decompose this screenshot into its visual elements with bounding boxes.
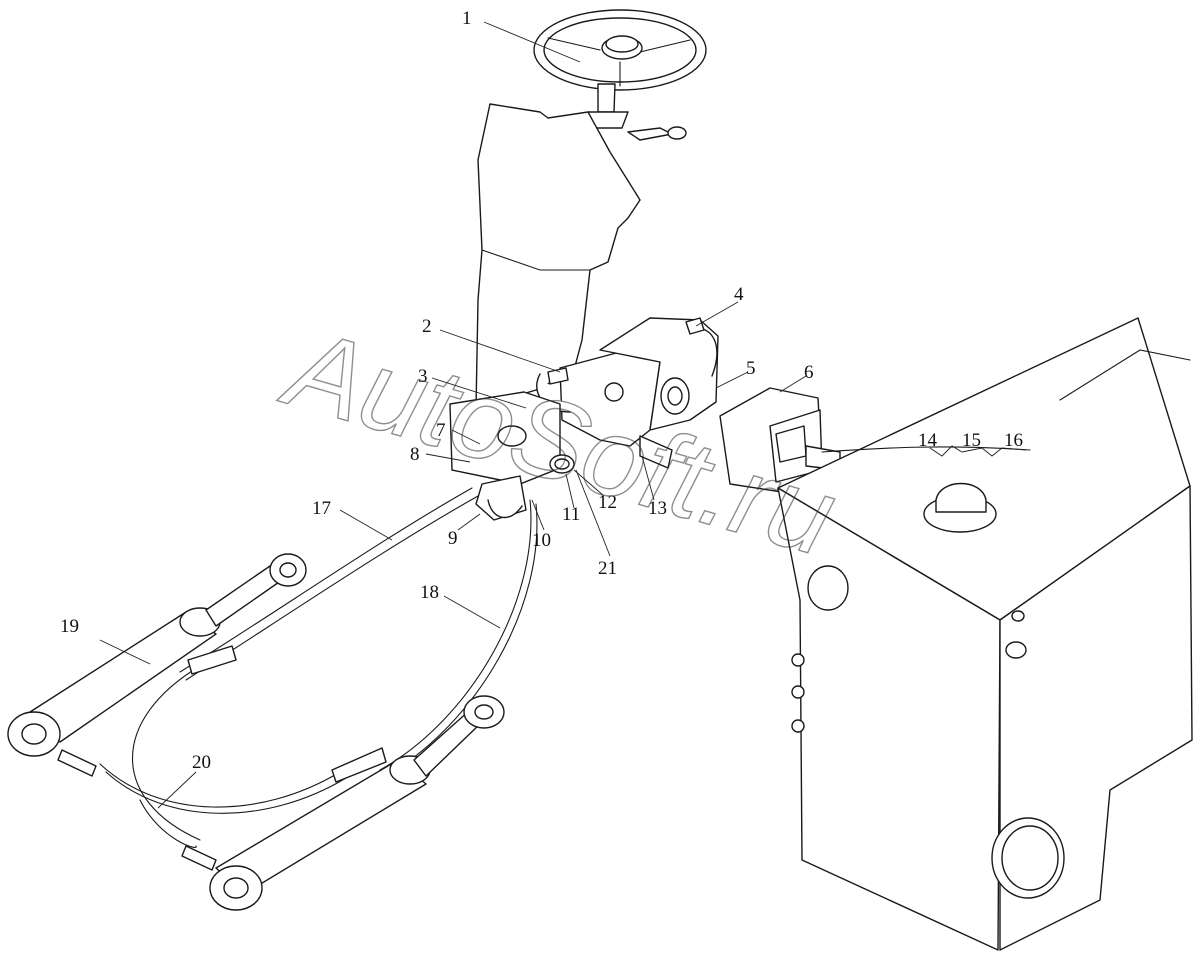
elbow-fittings [549,435,673,474]
hydraulic-cylinder-upper [7,553,307,777]
callout-7: 7 [436,420,446,441]
callout-5: 5 [746,358,756,379]
callout-14: 14 [918,430,938,451]
hydraulic-cylinder-lower [181,695,505,911]
callout-2: 2 [422,316,432,337]
callout-16: 16 [1004,430,1023,451]
callout-3: 3 [418,366,428,387]
hydraulic-hoses [99,487,538,848]
callout-19: 19 [60,616,79,637]
callout-labels: 1 2 3 4 5 6 7 8 9 10 11 12 13 14 15 16 1… [60,8,1023,773]
hydraulic-tank [777,317,1193,951]
callout-8: 8 [410,444,420,465]
hydraulic-pump [719,387,841,493]
leader-lines [99,21,1027,809]
column-casing [475,103,641,409]
steering-wheel [533,9,707,91]
callout-21: 21 [598,558,617,579]
callout-17: 17 [312,498,331,519]
callout-4: 4 [734,284,744,305]
callout-9: 9 [448,528,458,549]
callout-13: 13 [648,498,667,519]
callout-18: 18 [420,582,439,603]
callout-20: 20 [192,752,211,773]
callout-6: 6 [804,362,814,383]
steering-column [587,83,687,141]
callout-11: 11 [562,504,580,525]
callout-15: 15 [962,430,981,451]
steering-control-unit [449,391,561,521]
callout-10: 10 [532,530,551,551]
callout-12: 12 [598,492,617,513]
valve-block [536,317,719,447]
callout-1: 1 [462,8,472,29]
